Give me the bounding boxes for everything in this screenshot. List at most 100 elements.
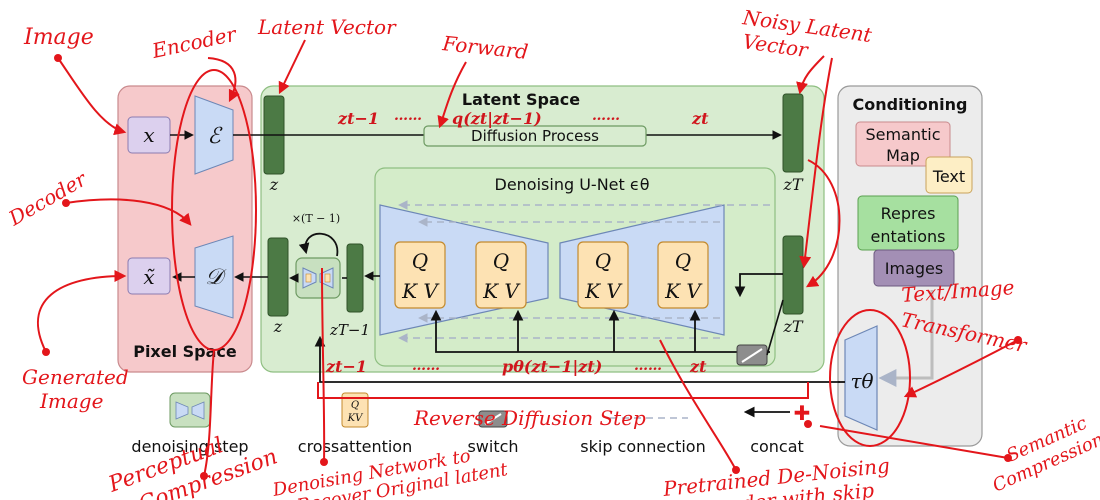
pixel-space-label: Pixel Space <box>133 342 237 361</box>
pointer-transformer <box>903 339 1019 398</box>
legend-skip-label: skip connection <box>580 437 705 456</box>
qkv-block-2-kv: K V <box>482 279 521 303</box>
diffusion-process-label: Diffusion Process <box>471 127 599 145</box>
pointer-noisy-latent-loop <box>805 159 841 288</box>
pointer-latent-vector <box>278 39 306 95</box>
conditioning-bus <box>430 309 770 353</box>
math-z-t-minus-1-bottom: zt−1 <box>325 357 367 376</box>
conditioning-return-path <box>314 335 840 383</box>
output-image-symbol: x̃ <box>143 265 155 289</box>
noisy-latent-top-label: zT <box>782 175 803 194</box>
tau-symbol: τθ <box>850 369 873 393</box>
text-card <box>925 156 973 194</box>
latent-z-bottom-label: z <box>273 317 283 336</box>
qkv-block-1-q: Q <box>412 249 428 273</box>
denoising-step-core-right <box>324 273 331 283</box>
legend-crossattention-label: crossattention <box>298 437 412 456</box>
note-image: Image <box>23 25 94 50</box>
note-generated-line-1: Generated <box>22 365 129 389</box>
pointer-noisy-latent-1 <box>796 55 825 95</box>
qkv-block-4-kv: K V <box>664 279 703 303</box>
pointer-pretrained <box>659 339 737 471</box>
qkv-block-3: Q K V <box>577 241 629 309</box>
legend-switch-lever <box>484 413 502 425</box>
legend-denoising-wing-left <box>175 401 189 420</box>
math-q-expression: q(zt|zt−1) <box>452 109 542 128</box>
legend-concat-label: concat <box>750 437 804 456</box>
noisy-latent-bottom <box>782 235 804 315</box>
dot-pretrained <box>732 466 740 474</box>
qkv-block-1: Q K V <box>394 241 446 309</box>
pointer-semantic <box>819 425 1009 459</box>
decoder-block <box>194 235 234 319</box>
switch-lever <box>741 348 763 363</box>
latent-z-top-label: z <box>269 175 279 194</box>
note-latent-vector: Latent Vector <box>257 15 397 39</box>
note-forward: Forward <box>440 31 529 64</box>
note-reverse-diffusion: Reverse Diffusion Step <box>413 406 646 430</box>
output-image-node <box>127 257 171 295</box>
note-encoder: Encoder <box>149 21 239 63</box>
dot-reverse <box>804 420 812 428</box>
annotations <box>37 39 1019 477</box>
math-z-t-bottom: zt <box>689 357 707 376</box>
reverse-diffusion-bracket <box>317 382 809 399</box>
qkv-block-2-q: Q <box>493 249 509 273</box>
noisy-latent-bottom-label: zT <box>782 317 803 336</box>
tau-encoder-block <box>844 325 878 431</box>
legend-denoising-label: denoising step <box>131 437 248 456</box>
qkv-block-1-kv: K V <box>401 279 440 303</box>
semantic-map-card <box>855 121 951 167</box>
legend-denoising-wing-right <box>191 401 205 420</box>
encoder-block <box>194 95 234 175</box>
images-card-label: Images <box>885 259 943 278</box>
pointer-decoder <box>65 198 192 226</box>
dot-generated <box>42 348 50 356</box>
math-z-t-top: zt <box>691 109 709 128</box>
qkv-block-4-q: Q <box>675 249 691 273</box>
decoder-symbol: 𝒟 <box>205 265 227 290</box>
switch-to-zT-line <box>766 299 784 356</box>
dot-denoising-network <box>320 458 328 466</box>
legend-switch-label: switch <box>467 437 518 456</box>
legend-concat-plus-icon: ✚ <box>794 401 811 425</box>
images-card <box>873 249 955 287</box>
noisy-latent-to-unet-arrow <box>734 273 783 298</box>
pointer-noisy-latent-2 <box>799 57 833 269</box>
math-z-t-minus-1-top: zt−1 <box>337 109 379 128</box>
math-dots-top-2: …… <box>592 108 620 124</box>
math-p-expression: pθ(zt−1|zt) <box>502 357 602 376</box>
pointer-image <box>57 57 127 136</box>
encoder-symbol: ℰ <box>207 124 223 149</box>
qkv-block-2: Q K V <box>475 241 527 309</box>
qkv-block-3-kv: K V <box>584 279 623 303</box>
pointer-encoder <box>207 57 240 103</box>
pointer-forward <box>437 61 467 129</box>
math-dots-bottom-2: …… <box>634 358 662 374</box>
input-image-symbol: x <box>143 123 154 147</box>
qkv-block-3-q: Q <box>595 249 611 273</box>
dot-image <box>54 54 62 62</box>
legend-crossattention-q: Q <box>351 400 359 411</box>
representations-line-2: entations <box>870 227 945 246</box>
math-dots-top-1: …… <box>394 108 422 124</box>
conditioning-to-tau-arrow <box>878 290 934 387</box>
representations-line-1: Repres <box>881 204 936 223</box>
semantic-map-line-1: Semantic <box>865 125 940 144</box>
pointer-denoising-network <box>321 267 326 463</box>
legend: denoising step Q KV crossattention switc… <box>131 392 811 456</box>
pointer-perceptual <box>203 349 215 477</box>
denoising-step-core-left <box>305 273 312 283</box>
note-generated-line-2: Image <box>39 389 103 413</box>
qkv-block-4: Q K V <box>657 241 709 309</box>
latent-z-bottom <box>267 237 289 317</box>
text-card-label: Text <box>932 167 965 186</box>
conditioning-label: Conditioning <box>853 95 968 114</box>
dot-semantic <box>1004 454 1012 462</box>
loop-arrow <box>298 232 339 257</box>
pointer-generated-image <box>37 270 127 353</box>
legend-crossattention-kv: KV <box>347 413 364 424</box>
tau-ellipse <box>829 309 911 447</box>
dot-transformer <box>1014 336 1022 344</box>
note-decoder: Decoder <box>4 166 92 231</box>
